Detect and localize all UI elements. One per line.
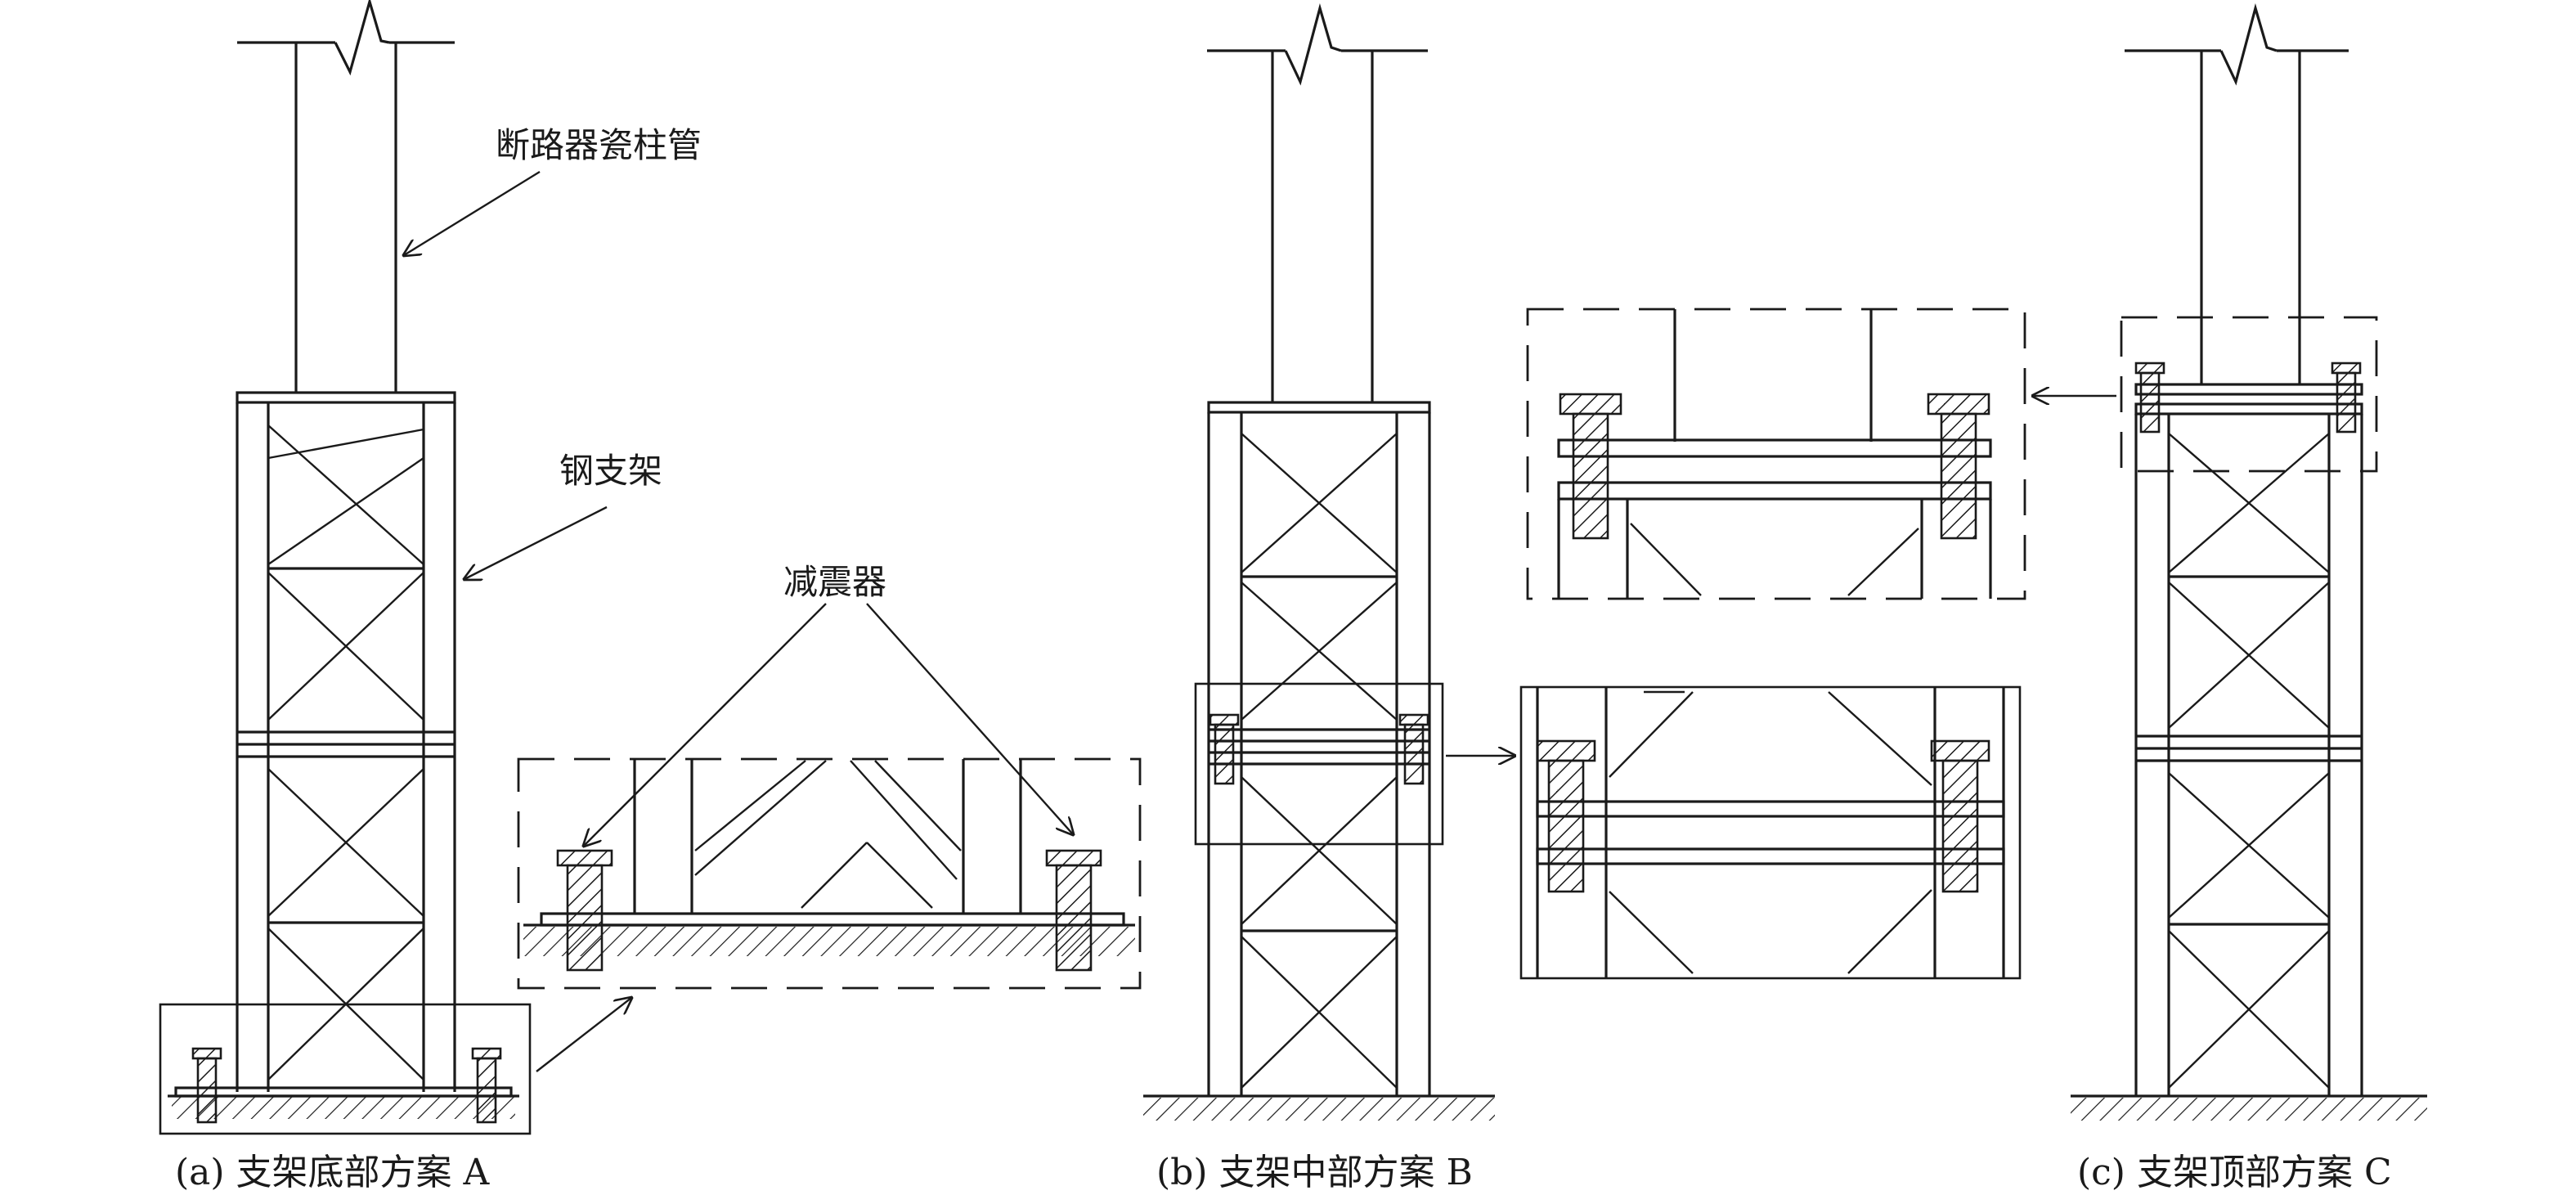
damper-detail-a	[517, 757, 1142, 990]
scheme-a: 断路器瓷柱管 钢支架 减震器 (a) 支架底部方案 A	[159, 0, 1142, 1193]
caption-b: (b) 支架中部方案 B	[1156, 1152, 1473, 1193]
scheme-b: (b) 支架中部方案 B	[1143, 3, 2022, 1193]
caption-c: (c) 支架顶部方案 C	[2077, 1152, 2392, 1193]
steel-tower-a	[236, 391, 456, 1092]
damper-label: 减震器	[783, 562, 886, 602]
damper-detail-c	[1526, 308, 2026, 600]
steel-tower-b	[1143, 401, 1495, 1121]
caption-a: (a) 支架底部方案 A	[175, 1152, 491, 1193]
scheme-c: (c) 支架顶部方案 C	[1526, 3, 2427, 1193]
porcelain-column-label: 断路器瓷柱管	[496, 125, 702, 165]
porcelain-column-a	[237, 0, 455, 393]
damper-detail-b	[1519, 685, 2022, 980]
steel-tower-c	[2071, 316, 2427, 1121]
steel-support-label: 钢支架	[559, 451, 662, 491]
porcelain-column-c	[2125, 3, 2349, 384]
base-detail-a	[159, 1003, 532, 1135]
porcelain-column-b	[1207, 3, 1428, 402]
